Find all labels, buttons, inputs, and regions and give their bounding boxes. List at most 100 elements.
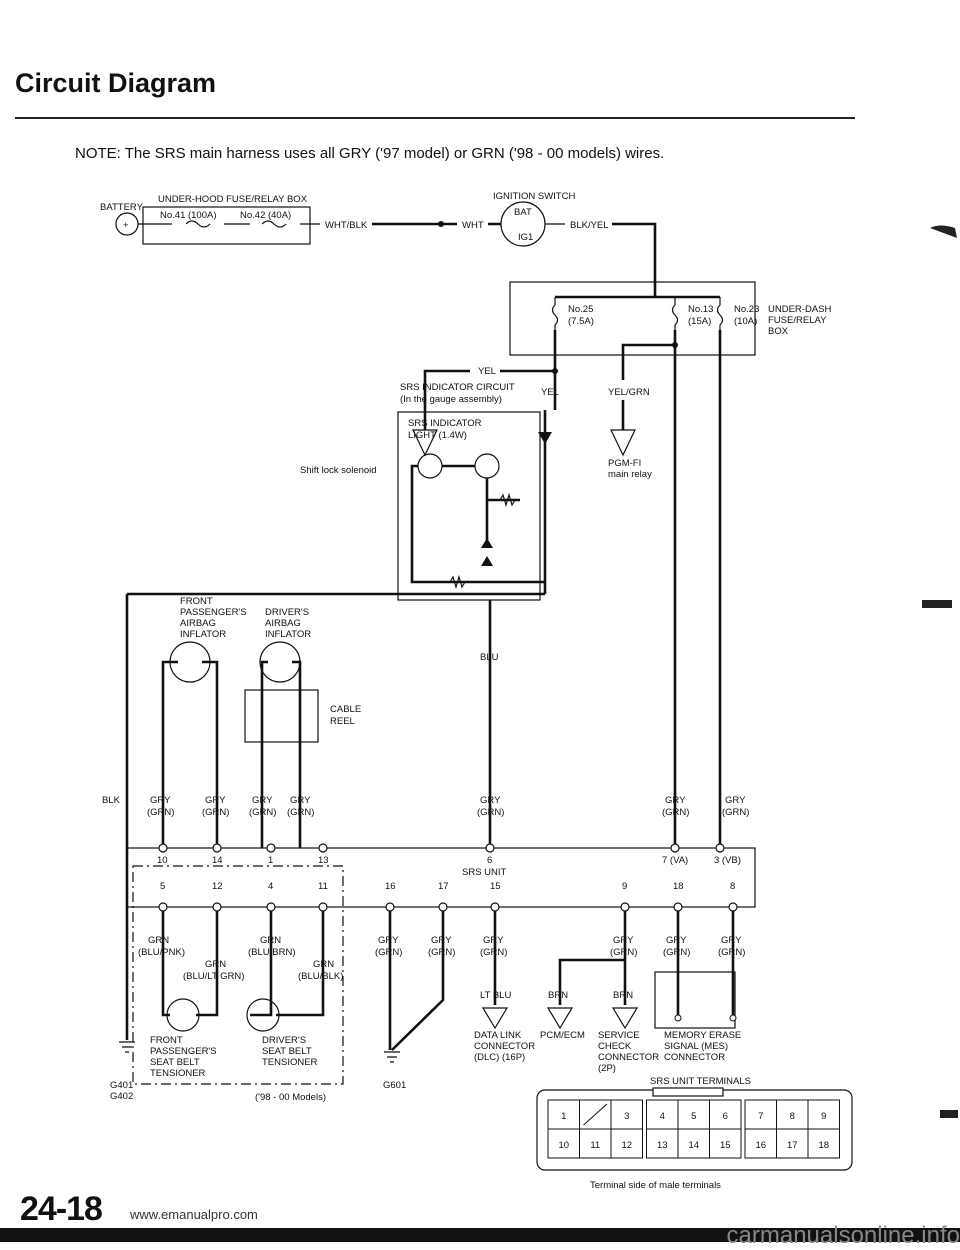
component-triangles (412, 429, 636, 457)
mes-connector-box (654, 971, 736, 1029)
ground-label: G601 (383, 1080, 406, 1091)
front-airbag-label: AIRBAG (180, 618, 216, 629)
pin-label: 3 (VB) (714, 855, 741, 866)
wire-label: (GRN) (663, 947, 690, 958)
terminal-number: 8 (790, 1111, 795, 1122)
front-tensioner-icon (166, 998, 200, 1032)
pin-label: 7 (VA) (662, 855, 688, 866)
wire-label-brn: BRN (613, 990, 633, 1001)
wire-label: GRY (725, 795, 746, 806)
gauge-wires (410, 410, 547, 594)
pcm-ecm-label: PCM/ECM (540, 1030, 585, 1041)
terminal-cell (709, 1128, 742, 1159)
wire-label: (GRN) (428, 947, 455, 958)
wire-label: (GRN) (718, 947, 745, 958)
wire-label: GRY (290, 795, 311, 806)
underhood-fuse-box (142, 206, 311, 245)
underdash-label: BOX (768, 326, 789, 337)
terminal-number: 5 (691, 1111, 696, 1122)
mes-label: MEMORY ERASE (664, 1030, 741, 1041)
mid-wires (423, 330, 722, 848)
pin-circles (158, 843, 738, 912)
cable-reel-label: CABLE (330, 704, 361, 715)
ground-icon (119, 1041, 400, 1063)
splice-dot (552, 368, 558, 374)
underdash-label: FUSE/RELAY (768, 315, 827, 326)
page-title: Circuit Diagram (15, 68, 217, 98)
driver-airbag-label: AIRBAG (265, 618, 301, 629)
wire-label-blu: BLU (480, 652, 499, 663)
wire-label: GRY (666, 935, 687, 946)
front-tensioner-label: PASSENGER'S (150, 1046, 217, 1057)
dlc-label: (DLC) (16P) (474, 1052, 525, 1063)
pin-label: 6 (487, 855, 492, 866)
models-note: ('98 - 00 Models) (255, 1092, 326, 1103)
pgm-fi-label: PGM-FI (608, 458, 641, 469)
ground-label: G401 (110, 1080, 133, 1091)
pgm-fi-label: main relay (608, 469, 652, 480)
wire-label: GRN (313, 959, 334, 970)
front-tensioner-label: FRONT (150, 1035, 183, 1046)
pin-label: 11 (318, 881, 328, 892)
mes-label: CONNECTOR (664, 1052, 725, 1063)
ground-and-blu-wires (125, 592, 545, 1040)
front-airbag-label: FRONT (180, 596, 213, 607)
wire-blk-yel (612, 222, 657, 297)
front-tensioner-label: TENSIONER (150, 1068, 206, 1079)
srs-indicator-light-label: SRS INDICATOR (408, 418, 482, 429)
models-dashed-box (132, 865, 344, 1085)
driver-tensioner-label: SEAT BELT (262, 1046, 312, 1057)
fuse-wires (138, 220, 320, 228)
srs-indicator-circuit-label: (In the gauge assembly) (400, 394, 502, 405)
terminal-number: 4 (660, 1111, 665, 1122)
terminal-number: 17 (787, 1140, 798, 1151)
indicator-light-icon (417, 453, 443, 479)
pin-label: 16 (385, 881, 396, 892)
terminal-number: 12 (621, 1140, 632, 1151)
underdash-label: UNDER-DASH (768, 304, 831, 315)
fuse-42-label: No.42 (40A) (240, 210, 291, 221)
driver-tensioner-icon (246, 998, 280, 1032)
terminal-number: 1 (561, 1111, 566, 1122)
wire-label-lt-blu: LT BLU (480, 990, 511, 1001)
terminal-number: 18 (818, 1140, 829, 1151)
ground-label: G402 (110, 1091, 133, 1102)
srs-bottom-pins: 5 12 4 11 16 17 15 9 18 8 (160, 881, 735, 892)
pin-label: 8 (730, 881, 735, 892)
wire-label: (GRN) (722, 807, 749, 818)
wire-label-wht-blk: WHT/BLK (325, 220, 368, 231)
terminal-number: 16 (755, 1140, 766, 1151)
srs-indicator-light-label: LIGHT (1.4W) (408, 430, 467, 441)
front-airbag-label: INFLATOR (180, 629, 226, 640)
wire-label: (BLU/BRN) (248, 947, 296, 958)
resistor-icon (449, 492, 516, 590)
battery-plus-icon: + (123, 220, 129, 231)
splice-dot (672, 342, 678, 348)
wire-label: (BLU/BLK) (298, 971, 343, 982)
wire-label: GRN (148, 935, 169, 946)
dlc-label: DATA LINK (474, 1030, 522, 1041)
scan-margin-marks (922, 225, 958, 1118)
wire-label: GRY (721, 935, 742, 946)
terminal-number: 11 (590, 1140, 600, 1151)
wire-label: (GRN) (287, 807, 314, 818)
service-check-label: CHECK (598, 1041, 632, 1052)
wire-label: GRY (378, 935, 399, 946)
terminal-number: 15 (720, 1140, 731, 1151)
battery-label: BATTERY (100, 202, 144, 213)
terminal-number: 6 (723, 1111, 728, 1122)
cable-reel-label: REEL (330, 716, 355, 727)
underdash-fuse-box (509, 281, 756, 356)
terminal-number: 10 (558, 1140, 569, 1151)
site-url: www.emanualpro.com (130, 1207, 258, 1222)
srs-unit-label: SRS UNIT (462, 867, 507, 878)
wire-label-blk-yel: BLK/YEL (570, 220, 609, 231)
fuse-23-rating: (10A) (734, 316, 757, 327)
pin-label: 14 (212, 855, 223, 866)
wire-label: (GRN) (662, 807, 689, 818)
wire-label: GRY (431, 935, 452, 946)
watermark: carmanualsonline.info (726, 1222, 960, 1249)
driver-tensioner-label: DRIVER'S (262, 1035, 306, 1046)
pin-label: 13 (318, 855, 329, 866)
